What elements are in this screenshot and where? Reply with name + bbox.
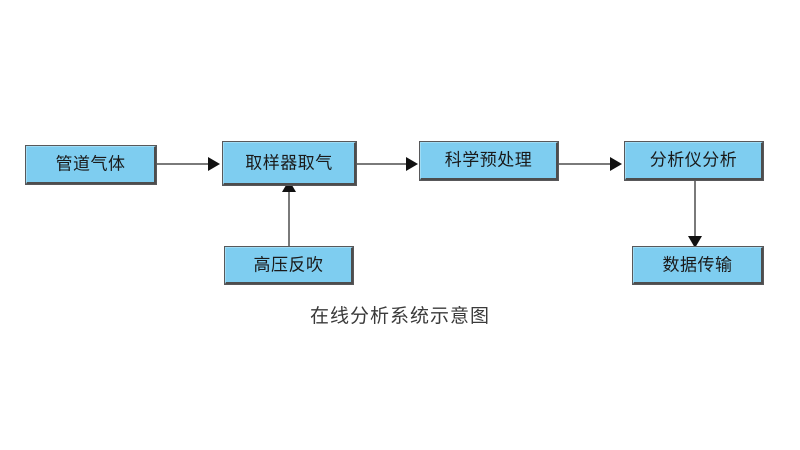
node-scientific-pretreatment[interactable]: 科学预处理 (419, 141, 559, 181)
connector-line (694, 181, 696, 239)
connector-line (559, 163, 611, 165)
node-label: 数据传输 (662, 255, 733, 274)
node-pipeline-gas[interactable]: 管道气体 (25, 145, 157, 185)
node-label: 科学预处理 (444, 150, 533, 170)
arrow-right-icon (406, 157, 418, 171)
connector-line (157, 163, 209, 165)
connector-line (357, 163, 407, 165)
node-data-transmission[interactable]: 数据传输 (632, 246, 764, 285)
node-label: 取样器取气 (245, 153, 333, 172)
arrow-right-icon (208, 157, 220, 171)
arrow-right-icon (610, 157, 622, 171)
diagram-caption: 在线分析系统示意图 (309, 306, 490, 327)
connector-line (288, 190, 290, 248)
node-analyzer-analysis[interactable]: 分析仪分析 (624, 141, 764, 181)
node-label: 分析仪分析 (649, 150, 738, 170)
node-high-pressure-blowback[interactable]: 高压反吹 (224, 246, 354, 285)
node-sampler-gas-intake[interactable]: 取样器取气 (222, 141, 357, 186)
node-label: 管道气体 (55, 154, 126, 174)
node-label: 高压反吹 (253, 255, 324, 274)
